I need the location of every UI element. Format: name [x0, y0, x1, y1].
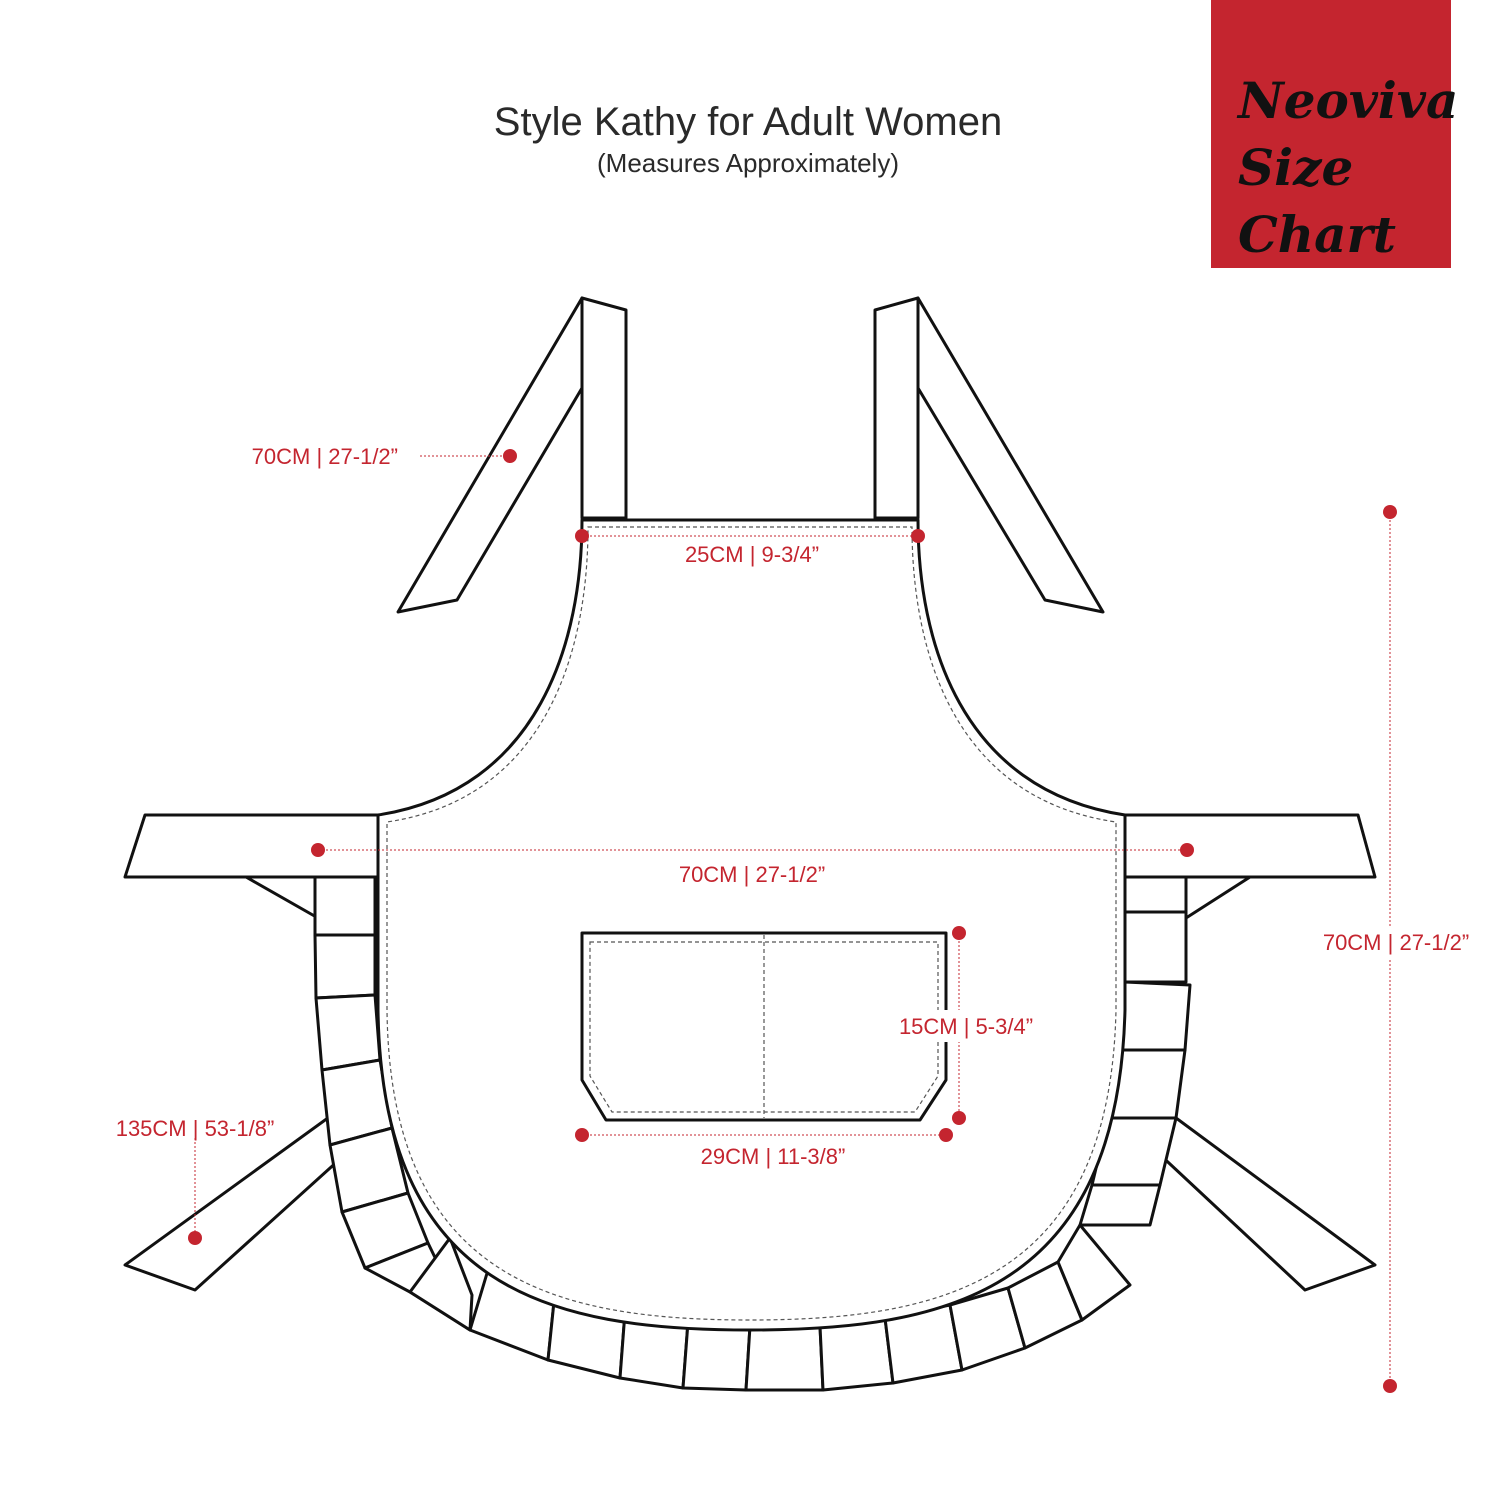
top-width-marker-right — [911, 529, 925, 543]
apron-illustration — [123, 296, 1377, 1392]
neck-strap-label: 70CM | 27-1/2” — [252, 444, 398, 469]
measurement-guides: 70CM | 27-1/2” 25CM | 9-3/4” 70CM | 27-1… — [116, 444, 1487, 1393]
waist-tie-upper-left — [244, 875, 320, 920]
pocket-height-marker-bottom — [952, 1111, 966, 1125]
neck-strap-left-vertical — [580, 296, 628, 520]
neck-strap-left-diagonal — [396, 296, 584, 614]
apron-body — [376, 518, 1127, 1332]
waist-tie-label: 135CM | 53-1/8” — [116, 1116, 275, 1141]
neck-strap-right-vertical — [873, 296, 920, 520]
total-length-label-bg — [1305, 926, 1487, 958]
waist-tie-marker — [188, 1231, 202, 1245]
brand-badge: Neoviva Size Chart — [1211, 0, 1458, 268]
waist-width-marker-right — [1180, 843, 1194, 857]
brand-line-1: Neoviva — [1236, 71, 1458, 130]
total-length-marker-top — [1383, 505, 1397, 519]
waistband-left — [123, 813, 380, 879]
top-width-marker-left — [575, 529, 589, 543]
waist-width-label: 70CM | 27-1/2” — [679, 862, 825, 887]
brand-line-2: Size — [1238, 138, 1353, 197]
pocket-width-label: 29CM | 11-3/8” — [701, 1144, 846, 1169]
brand-badge-background — [1211, 0, 1451, 268]
front-pocket-stitching — [589, 941, 939, 1113]
page-title: Style Kathy for Adult Women — [494, 100, 1002, 144]
total-length-label: 70CM | 27-1/2” — [1323, 930, 1469, 955]
waist-tie-lower-left — [123, 1113, 352, 1292]
page-subtitle: (Measures Approximately) — [597, 148, 899, 178]
pocket-width-marker-left — [575, 1128, 589, 1142]
pocket-height-label-bg — [877, 1010, 1055, 1042]
waist-tie-upper-right — [1184, 875, 1252, 920]
waist-tie-lower-right — [1153, 1113, 1377, 1292]
waistband-right — [1123, 813, 1377, 879]
pocket-width-marker-right — [939, 1128, 953, 1142]
waist-width-marker-left — [311, 843, 325, 857]
top-width-label: 25CM | 9-3/4” — [685, 542, 819, 567]
pocket-height-marker-top — [952, 926, 966, 940]
brand-line-3: Chart — [1238, 205, 1396, 264]
neck-strap-right-diagonal — [916, 296, 1105, 614]
total-length-marker-bottom — [1383, 1379, 1397, 1393]
neck-strap-marker — [503, 449, 517, 463]
pocket-height-label: 15CM | 5-3/4” — [899, 1014, 1033, 1039]
